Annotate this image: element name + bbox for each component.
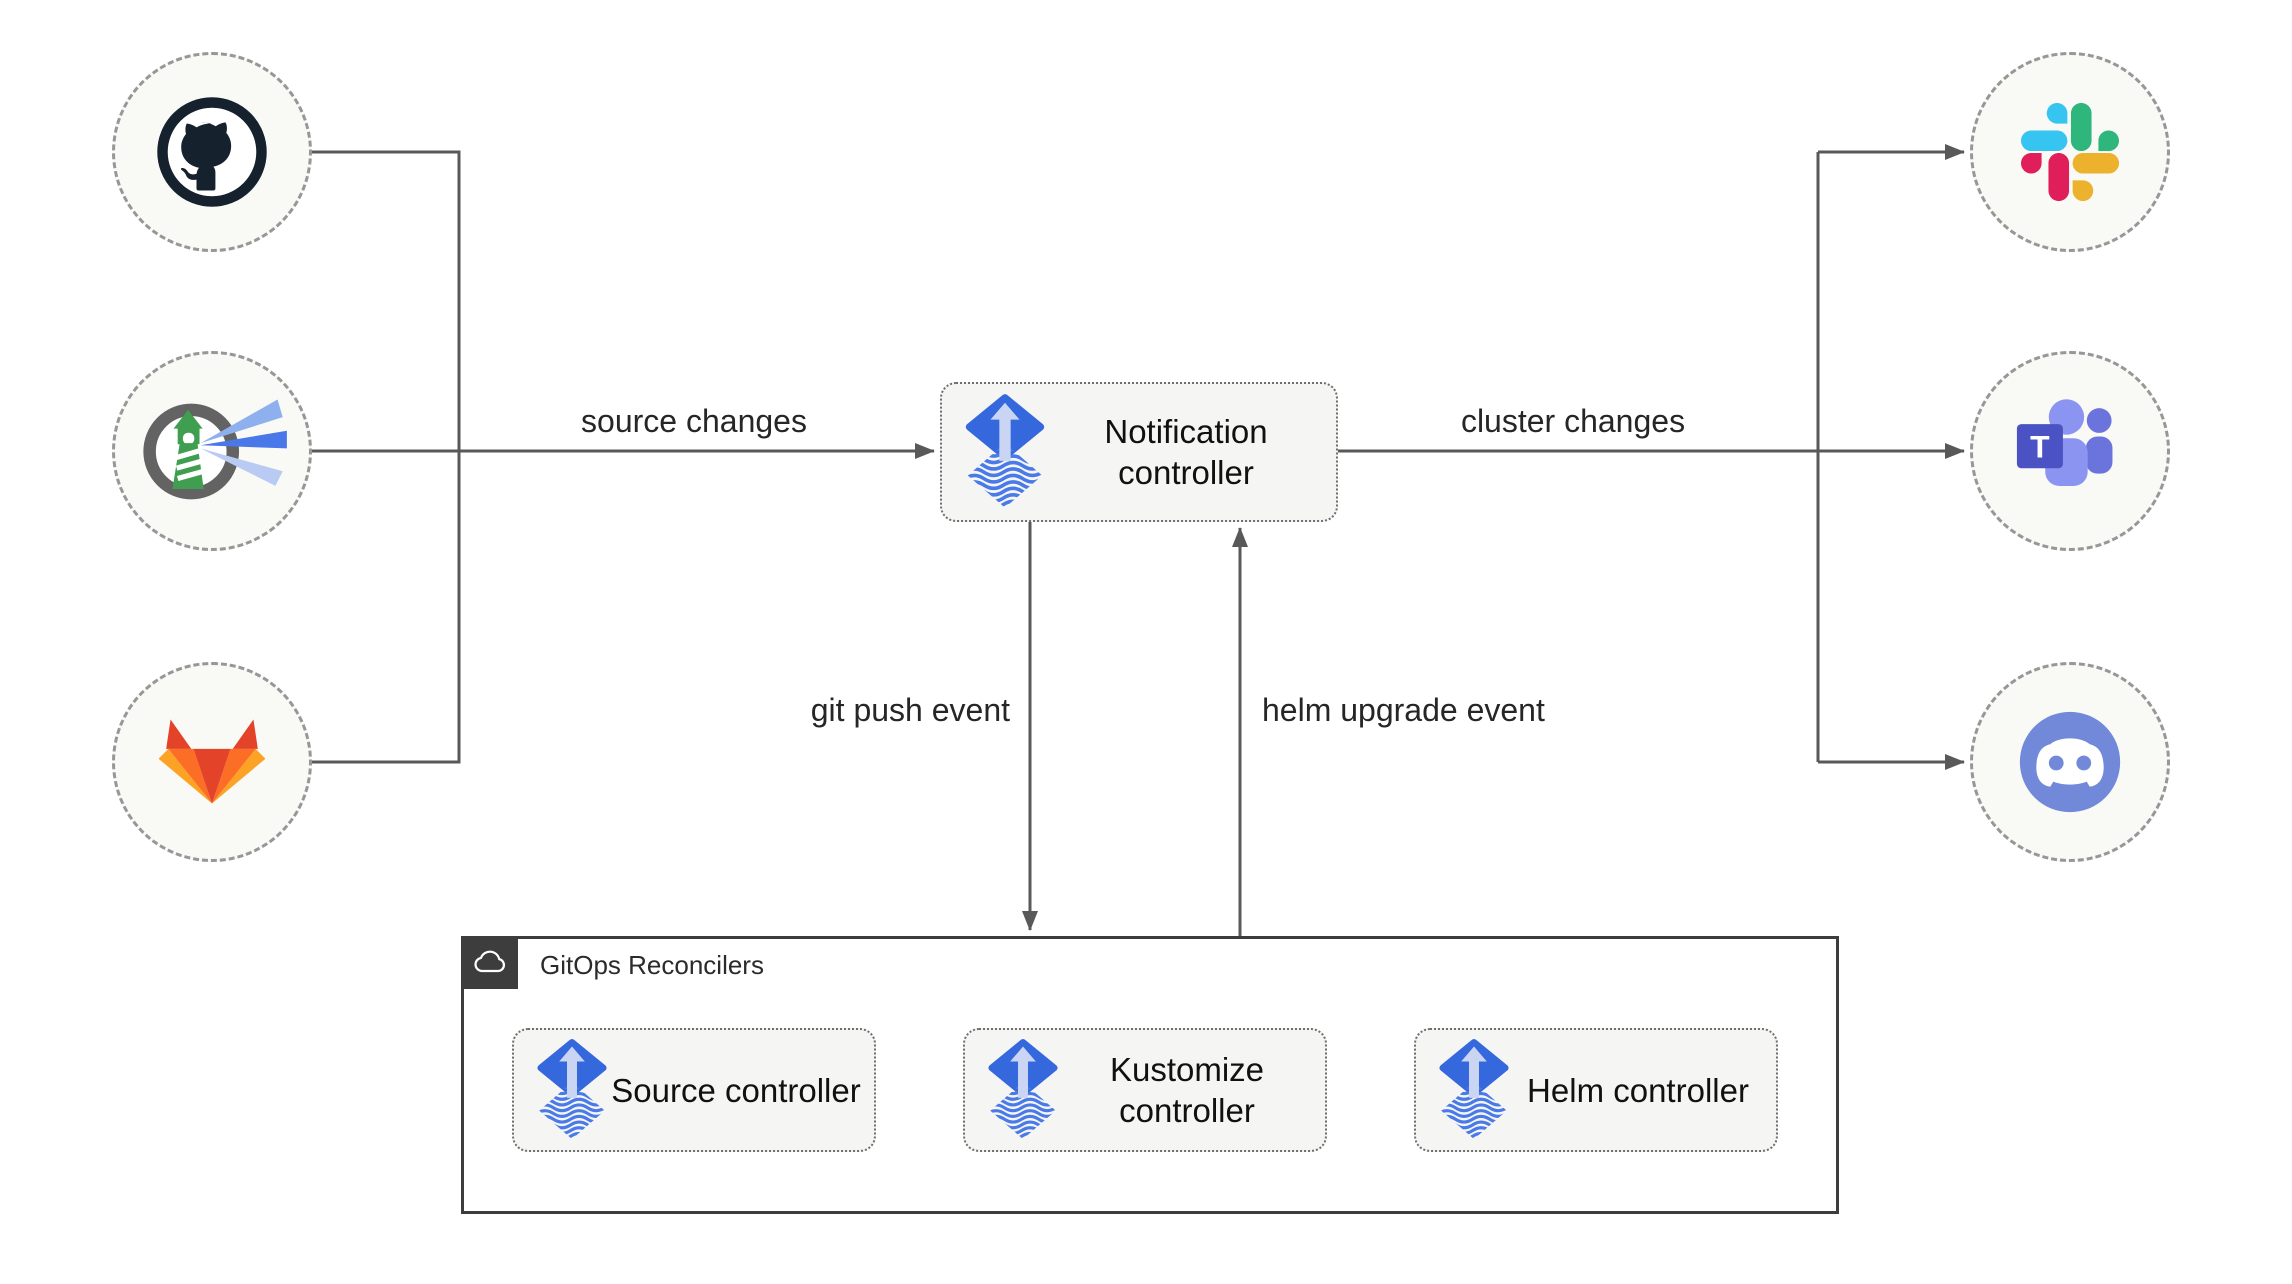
node-teams: T — [1970, 351, 2170, 551]
gitops-reconcilers-title: GitOps Reconcilers — [540, 950, 764, 980]
edge-label-source-changes: source changes — [581, 403, 807, 439]
node-discord — [1970, 662, 2170, 862]
flux-icon — [537, 1039, 607, 1140]
notification-controller-label: Notification controller — [1104, 413, 1268, 491]
container-badge — [461, 936, 518, 989]
node-helm-controller: Helm controller — [1414, 1028, 1778, 1152]
node-kustomize-controller: Kustomize controller — [963, 1028, 1327, 1152]
node-source-controller: Source controller — [512, 1028, 876, 1152]
kustomize-controller-label: Kustomize controller — [1109, 1051, 1265, 1129]
node-harbor — [112, 351, 312, 551]
node-slack — [1970, 52, 2170, 252]
gitlab-icon — [158, 719, 266, 804]
teams-icon: T — [2016, 398, 2113, 486]
edge-label-git-push-event: git push event — [810, 692, 1010, 728]
source-controller-label: Source controller — [611, 1071, 861, 1109]
node-gitlab — [112, 662, 312, 862]
flux-icon — [965, 394, 1045, 508]
node-notification-controller: Notification controller — [940, 382, 1338, 522]
flux-icon — [988, 1039, 1058, 1140]
node-github — [112, 52, 312, 252]
edge-left-bus — [312, 150, 461, 764]
edge-label-helm-upgrade-event: helm upgrade event — [1262, 692, 1545, 728]
edge-label-cluster-changes: cluster changes — [1460, 403, 1686, 439]
helm-controller-label: Helm controller — [1527, 1071, 1749, 1109]
teams-letter: T — [2030, 428, 2050, 464]
slack-icon — [2021, 103, 2119, 201]
cloud-icon — [473, 950, 505, 972]
harbor-icon — [143, 399, 287, 499]
discord-icon — [2019, 711, 2121, 813]
github-icon — [157, 97, 267, 207]
flux-icon — [1439, 1039, 1509, 1140]
